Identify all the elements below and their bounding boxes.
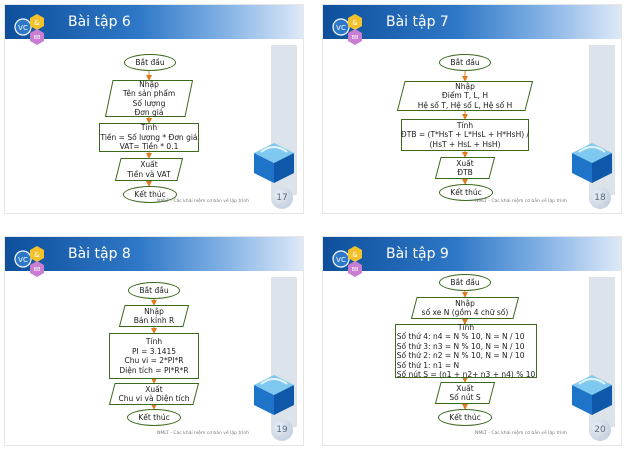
flow-start: Bắt đầu (128, 282, 180, 299)
flow-end: Kết thúc (123, 186, 177, 203)
flow-start: Bắt đầu (439, 274, 491, 291)
slide-header-bar (5, 5, 303, 39)
page-number: 18 (589, 187, 611, 209)
vc-bb-logo-icon: VC & BB (14, 246, 44, 277)
slide-header-bar (323, 237, 621, 271)
flow-end: Kết thúc (439, 184, 493, 201)
svg-text:&: & (352, 251, 358, 259)
cube-icon (572, 143, 612, 183)
slide-title: Bài tập 7 (386, 14, 449, 30)
svg-text:BB: BB (34, 35, 41, 41)
svg-text:BB: BB (34, 267, 41, 273)
slide-title: Bài tập 9 (386, 246, 449, 262)
slide-footer: NMLT - Các khái niệm cơ bản về lập trình (475, 199, 568, 204)
cube-icon (254, 375, 294, 415)
page-number: 19 (271, 419, 293, 441)
flow-start: Bắt đầu (439, 54, 491, 71)
slide-footer: NMLT - Các khái niệm cơ bản về lập trình (157, 431, 250, 436)
svg-text:VC: VC (18, 256, 28, 264)
slide-header-bar (323, 5, 621, 39)
slide-footer: NMLT - Các khái niệm cơ bản về lập trình (475, 431, 568, 436)
slide-footer: NMLT - Các khái niệm cơ bản về lập trình (157, 199, 250, 204)
slide-header-bar (5, 237, 303, 271)
svg-text:VC: VC (18, 24, 28, 32)
flow-end: Kết thúc (127, 409, 181, 426)
svg-text:&: & (34, 251, 40, 259)
cube-icon (254, 143, 294, 183)
page-number: 17 (271, 187, 293, 209)
svg-text:&: & (352, 19, 358, 27)
flow-start: Bắt đầu (124, 54, 176, 71)
svg-text:BB: BB (352, 35, 359, 41)
vc-bb-logo-icon: VC & BB (332, 246, 362, 277)
svg-text:VC: VC (336, 24, 346, 32)
slide-title: Bài tập 6 (68, 14, 131, 30)
svg-text:&: & (34, 19, 40, 27)
page-number: 20 (589, 419, 611, 441)
vc-bb-logo-icon: VC & BB (332, 14, 362, 45)
cube-icon (572, 375, 612, 415)
svg-text:BB: BB (352, 267, 359, 273)
vc-bb-logo-icon: VC & BB (14, 14, 44, 45)
slide-title: Bài tập 8 (68, 246, 131, 262)
flow-end: Kết thúc (438, 409, 492, 426)
svg-text:VC: VC (336, 256, 346, 264)
